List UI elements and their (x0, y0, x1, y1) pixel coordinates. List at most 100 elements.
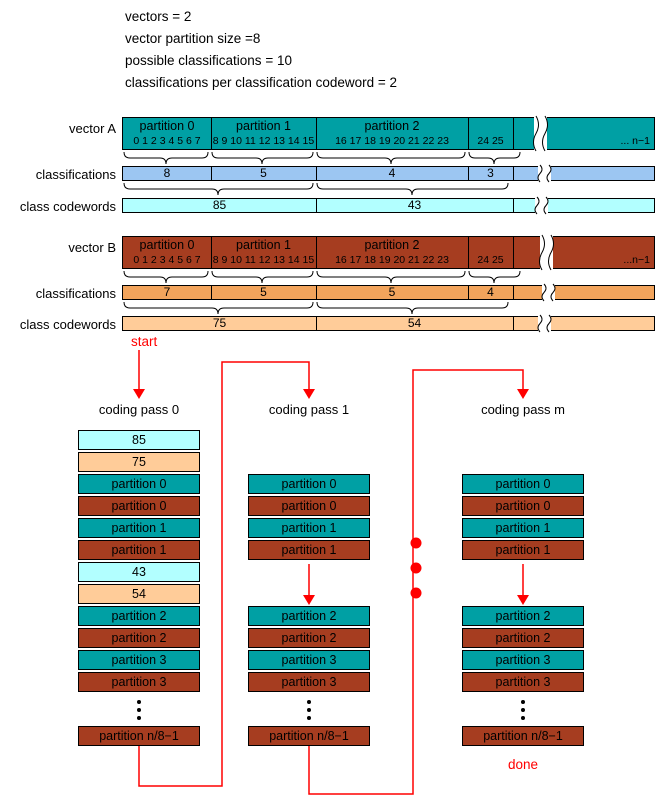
partition-box: partition 0 (78, 474, 200, 494)
header-line: classifications per classification codew… (125, 75, 398, 90)
class-codewords-label-b: class codewords (19, 317, 116, 332)
header-line: vectors = 2 (125, 9, 192, 24)
partition-divider (316, 118, 317, 149)
classification-value: 7 (163, 285, 171, 299)
codeword-value: 85 (212, 198, 227, 212)
coding-pass-m-column: partition 0 partition 0 partition 1 part… (462, 474, 584, 748)
partition-box: partition 0 (462, 496, 584, 516)
codeword-box: 43 (78, 562, 200, 582)
vertical-ellipsis (462, 694, 584, 726)
partition-box: partition 3 (78, 672, 200, 692)
partition-box: partition 3 (248, 650, 370, 670)
partition-label: partition 2 (364, 119, 420, 133)
partition-box: partition 3 (248, 672, 370, 692)
partition-box: partition n/8−1 (248, 726, 370, 746)
cell-divider (211, 286, 212, 299)
cell-divider (211, 167, 212, 180)
partition-divider (211, 237, 212, 268)
coding-pass-1-column: partition 0 partition 0 partition 1 part… (248, 474, 370, 748)
vector-a-classifications-bar: 8 5 4 3 (122, 166, 655, 181)
cell-divider (513, 199, 514, 212)
pass-ellipsis (410, 537, 422, 599)
partition-label: partition 1 (236, 119, 291, 133)
coding-pass-0-label: coding pass 0 (98, 402, 180, 417)
coding-pass-0-column: 85 75 partition 0 partition 0 partition … (78, 430, 200, 748)
cell-divider (513, 286, 514, 299)
partition-box: partition 2 (78, 606, 200, 626)
partition-label: partition 0 (139, 238, 195, 252)
classification-value: 8 (163, 166, 171, 180)
vector-a-bar: partition 0 partition 1 partition 2 0 1 … (122, 117, 655, 150)
vector-a-codewords-bar: 85 43 (122, 198, 655, 213)
partition-label: partition 2 (364, 238, 420, 252)
cell-divider (513, 317, 514, 330)
arrow-gap (462, 562, 584, 606)
partition-divider (513, 118, 514, 149)
classification-value: 5 (260, 285, 267, 299)
partition-box: partition 2 (462, 628, 584, 648)
partition-divider (468, 118, 469, 149)
classification-value: 5 (388, 285, 396, 299)
partition-box: partition 3 (462, 650, 584, 670)
header-line: possible classifications = 10 (125, 53, 292, 68)
cell-divider (316, 199, 317, 212)
vector-b-codewords-bar: 75 54 (122, 316, 655, 331)
partition-box: partition 1 (248, 540, 370, 560)
index-group: 16 17 18 19 20 21 22 23 (335, 254, 449, 266)
partition-box: partition 0 (78, 496, 200, 516)
classifications-label-b: classifications (35, 286, 116, 301)
partition-divider (211, 118, 212, 149)
partition-box: partition 2 (462, 606, 584, 626)
partition-label: partition 0 (139, 119, 195, 133)
cell-divider (316, 286, 317, 299)
codeword-value: 43 (407, 198, 422, 212)
classification-value: 3 (487, 166, 494, 180)
partition-box: partition 1 (248, 518, 370, 538)
arrow-gap (248, 562, 370, 606)
partition-divider (468, 237, 469, 268)
class-codewords-label-a: class codewords (19, 199, 116, 214)
partition-box: partition 1 (462, 518, 584, 538)
index-group: 8 9 10 11 12 13 14 15 (212, 254, 315, 266)
vector-b-classifications-bar: 7 5 5 4 (122, 285, 655, 300)
classification-value: 5 (260, 166, 267, 180)
index-group: 16 17 18 19 20 21 22 23 (335, 135, 449, 147)
vertical-ellipsis (248, 694, 370, 726)
cell-divider (316, 317, 317, 330)
partition-box: partition 2 (248, 606, 370, 626)
cell-divider (468, 286, 469, 299)
partition-box: partition 3 (78, 650, 200, 670)
partition-box: partition n/8−1 (462, 726, 584, 746)
done-label: done (507, 757, 539, 772)
classifications-label-a: classifications (35, 167, 116, 182)
cell-divider (468, 167, 469, 180)
codeword-box: 54 (78, 584, 200, 604)
vector-a-label: vector A (69, 121, 116, 136)
partition-divider (316, 237, 317, 268)
index-group: 24 25 (477, 135, 504, 147)
index-group: 8 9 10 11 12 13 14 15 (212, 135, 315, 147)
partition-box: partition n/8−1 (78, 726, 200, 746)
codeword-value: 54 (407, 316, 422, 330)
index-group: 24 25 (477, 254, 504, 266)
classification-value: 4 (487, 285, 494, 299)
partition-box: partition 3 (462, 672, 584, 692)
index-tail: ...n−1 (623, 254, 650, 266)
partition-box: partition 0 (462, 474, 584, 494)
codeword-value: 75 (212, 316, 227, 330)
partition-box: partition 1 (462, 540, 584, 560)
partition-label: partition 1 (236, 238, 291, 252)
index-tail: ... n−1 (620, 135, 650, 147)
index-group: 0 1 2 3 4 5 6 7 (133, 254, 201, 266)
cell-divider (316, 167, 317, 180)
cell-divider (513, 167, 514, 180)
vertical-ellipsis (78, 694, 200, 726)
partition-divider (513, 237, 514, 268)
codeword-box: 75 (78, 452, 200, 472)
partition-box: partition 1 (78, 518, 200, 538)
partition-box: partition 2 (248, 628, 370, 648)
partition-box: partition 2 (78, 628, 200, 648)
partition-box: partition 0 (248, 496, 370, 516)
classification-value: 4 (388, 166, 396, 180)
coding-pass-1-label: coding pass 1 (268, 402, 350, 417)
